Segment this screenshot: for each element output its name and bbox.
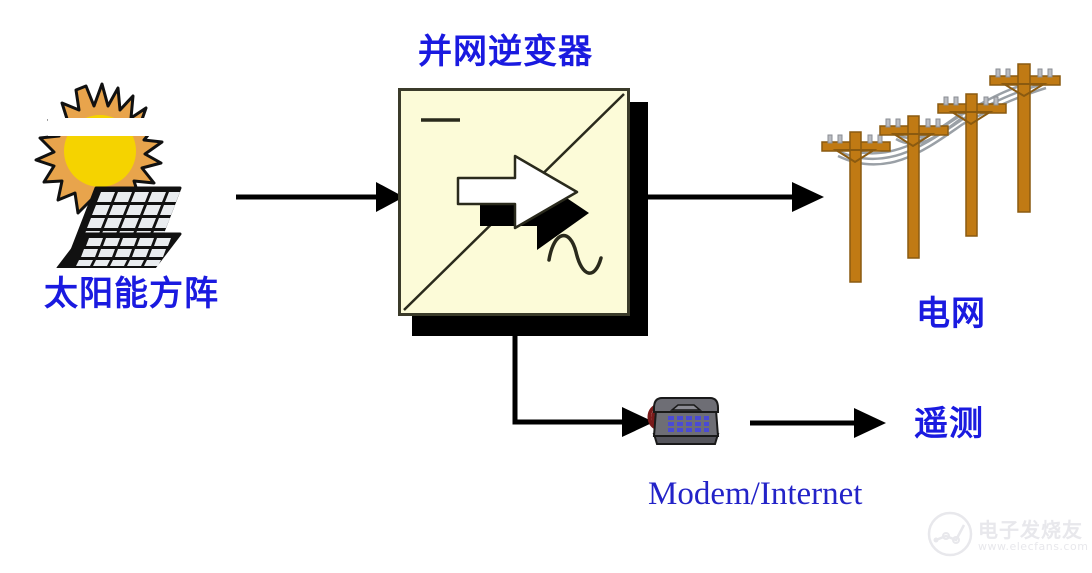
solar-panel-sun-icon xyxy=(28,78,228,270)
sun-icon xyxy=(34,82,168,218)
watermark-url: www.elecfans.com xyxy=(978,540,1089,553)
modem-label: Modem/Internet xyxy=(648,476,863,512)
connector-modem-to-telemetry xyxy=(748,402,888,444)
watermark: 电子发烧友 www.elecfans.com xyxy=(926,506,1089,568)
utility-pole-4 xyxy=(989,63,1061,213)
power-lines-icon xyxy=(818,50,1068,300)
watermark-brand: 电子发烧友 xyxy=(978,518,1083,542)
inverter-box-icon xyxy=(398,88,654,338)
connector-solar-to-inverter xyxy=(234,176,406,218)
telemetry-label: 遥测 xyxy=(914,404,984,444)
modem-led-grid xyxy=(668,416,709,432)
connector-inverter-to-grid xyxy=(644,176,826,218)
right-arrow-block-icon xyxy=(456,154,589,250)
utility-pole-2 xyxy=(879,115,949,259)
grid-label: 电网 xyxy=(916,294,986,334)
utility-pole-1 xyxy=(821,131,891,283)
ac-sine-symbol xyxy=(547,233,603,275)
utility-pole-3 xyxy=(937,93,1007,237)
circuit-circle-logo-icon xyxy=(927,511,973,557)
connector-inverter-to-modem xyxy=(508,332,658,444)
solar-array-label: 太阳能方阵 xyxy=(44,274,219,314)
solar-panel-lower xyxy=(56,232,182,270)
modem-device-icon xyxy=(644,392,728,450)
inverter-title-label: 并网逆变器 xyxy=(418,32,593,72)
